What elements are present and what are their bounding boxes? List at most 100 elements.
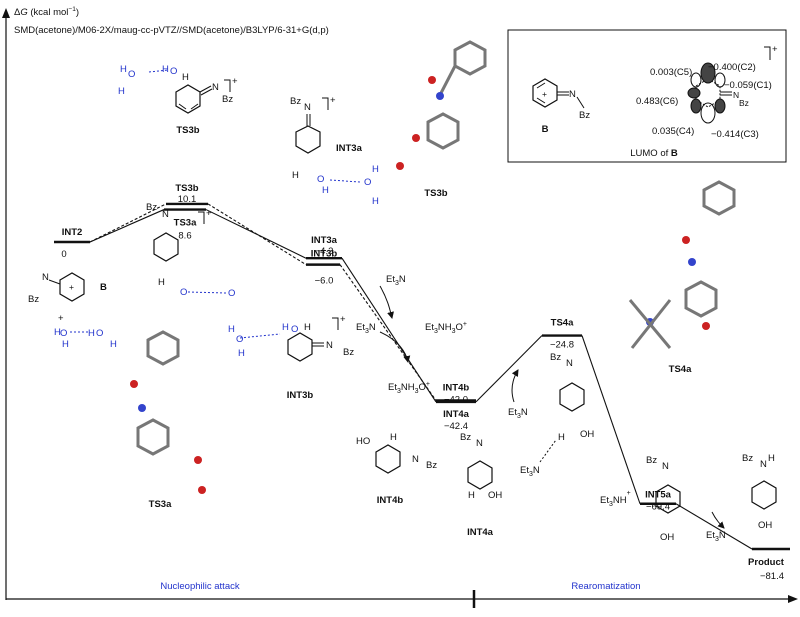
path-solid-INT5a-Product (675, 503, 753, 550)
level-name-INT3b: INT3b (311, 249, 338, 260)
b-reactant: + N Bz B + H O H O H H (28, 272, 117, 350)
svg-text:H: H (372, 196, 379, 207)
svg-text:O: O (128, 69, 135, 80)
level-name-INT4b: INT4b (443, 382, 470, 393)
svg-text:O: O (60, 328, 67, 339)
lumo-coef-c1: −0.059(C1) (724, 80, 772, 91)
svg-text:O: O (228, 288, 235, 299)
svg-text:B: B (542, 124, 549, 135)
svg-text:+: + (542, 89, 547, 99)
lumo-coef-c3: −0.414(C3) (711, 129, 759, 140)
path-dashed-INT3b-INT4b (339, 264, 437, 401)
svg-text:Bz: Bz (579, 110, 590, 121)
svg-text:H: H (322, 185, 329, 196)
level-name-INT4a: INT4a (443, 409, 470, 420)
level-name-Product: Product (748, 557, 785, 568)
svg-text:H: H (304, 322, 311, 333)
svg-text:O: O (364, 177, 371, 188)
level-value-INT4a: −42.4 (444, 421, 468, 432)
svg-text:TS3a: TS3a (149, 499, 172, 510)
svg-text:Et3NH3O+: Et3NH3O+ (425, 321, 467, 335)
level-name-TS3b: TS3b (175, 183, 198, 194)
ts3a-structure: Bz N + H O O (146, 202, 235, 299)
lumo-caption: LUMO of B (630, 148, 678, 159)
svg-text:+: + (206, 208, 212, 219)
int3a-structure: Bz N + INT3a H O H O H H (290, 95, 379, 207)
lumo-coef-c5: 0.003(C5) (650, 67, 692, 78)
svg-text:+: + (232, 76, 238, 87)
path-dashed-INT2-TS3b (89, 203, 167, 243)
svg-text:H: H (238, 348, 245, 359)
ts3a-3d-molecule: TS3a (130, 330, 206, 510)
svg-text:Bz: Bz (222, 94, 233, 105)
y-axis-arrow (2, 8, 10, 18)
svg-text:H: H (282, 322, 289, 333)
svg-text:Et3N: Et3N (508, 407, 528, 420)
svg-text:Et3N: Et3N (386, 274, 406, 287)
svg-text:+: + (330, 95, 336, 106)
phase-nucleophilic-attack: Nucleophilic attack (160, 581, 239, 592)
svg-text:TS3b: TS3b (424, 188, 447, 199)
level-value-INT2: 0 (61, 249, 66, 260)
svg-text:Bz: Bz (426, 460, 437, 471)
svg-text:H: H (292, 170, 299, 181)
svg-text:N: N (412, 454, 419, 465)
svg-text:OH: OH (488, 490, 502, 501)
svg-text:H: H (118, 86, 125, 97)
svg-text:INT4b: INT4b (377, 495, 404, 506)
svg-text:H: H (88, 328, 95, 339)
svg-text:H: H (228, 324, 235, 335)
x-axis-arrow (788, 595, 798, 603)
svg-text:Bz: Bz (290, 96, 301, 107)
svg-text:+: + (340, 314, 346, 325)
y-axis-label: ΔG (kcal mol−1) (14, 6, 79, 18)
svg-text:Bz: Bz (742, 453, 753, 464)
svg-text:O: O (96, 328, 103, 339)
svg-text:N: N (304, 102, 311, 113)
svg-text:Bz: Bz (146, 202, 157, 213)
path-dashed-TS3b-INT3b (207, 203, 307, 266)
svg-text:Et3N: Et3N (520, 465, 540, 478)
svg-text:Et3N: Et3N (356, 322, 376, 335)
level-name-TS3a: TS3a (174, 218, 197, 229)
svg-text:INT4a: INT4a (467, 527, 494, 538)
svg-text:H: H (62, 339, 69, 350)
svg-text:H: H (390, 432, 397, 443)
level-value-INT3b: −6.0 (315, 276, 334, 287)
svg-text:O: O (291, 324, 298, 335)
svg-text:Bz: Bz (646, 455, 657, 466)
level-name-TS4a: TS4a (551, 318, 574, 329)
svg-text:+: + (58, 313, 64, 324)
svg-text:OH: OH (660, 532, 674, 543)
svg-text:Bz: Bz (460, 432, 471, 443)
level-value-TS4a: −24.8 (550, 340, 574, 351)
path-solid-INT2-TS3a (89, 209, 165, 243)
svg-text:N: N (476, 438, 483, 449)
svg-text:N: N (569, 89, 576, 100)
svg-text:+: + (69, 282, 74, 292)
svg-text:Bz: Bz (28, 294, 39, 305)
svg-text:Et3NH3O+: Et3NH3O+ (388, 381, 430, 395)
svg-text:N: N (326, 340, 333, 351)
ts3b-3d-molecule: TS3b (396, 40, 487, 199)
lumo-coef-c6: 0.483(C6) (636, 96, 678, 107)
svg-text:+: + (772, 44, 778, 55)
level-value-TS3a: 8.6 (178, 231, 191, 242)
svg-text:H: H (110, 339, 117, 350)
svg-text:N: N (662, 461, 669, 472)
svg-text:H: H (54, 327, 61, 338)
level-value-Product: −81.4 (760, 571, 784, 582)
ts4a-3d-molecule: TS4a (628, 180, 736, 375)
path-solid-TS4a-INT5a (581, 335, 641, 504)
energy-levels (54, 202, 790, 551)
lumo-orbital-icon (687, 62, 732, 124)
level-name-INT3a: INT3a (311, 235, 338, 246)
svg-text:H: H (372, 164, 379, 175)
svg-text:O: O (180, 287, 187, 298)
ts4a-structure: Bz N H OH (539, 352, 594, 463)
svg-text:N: N (733, 90, 739, 100)
svg-text:INT3b: INT3b (287, 390, 314, 401)
svg-text:N: N (42, 272, 49, 283)
